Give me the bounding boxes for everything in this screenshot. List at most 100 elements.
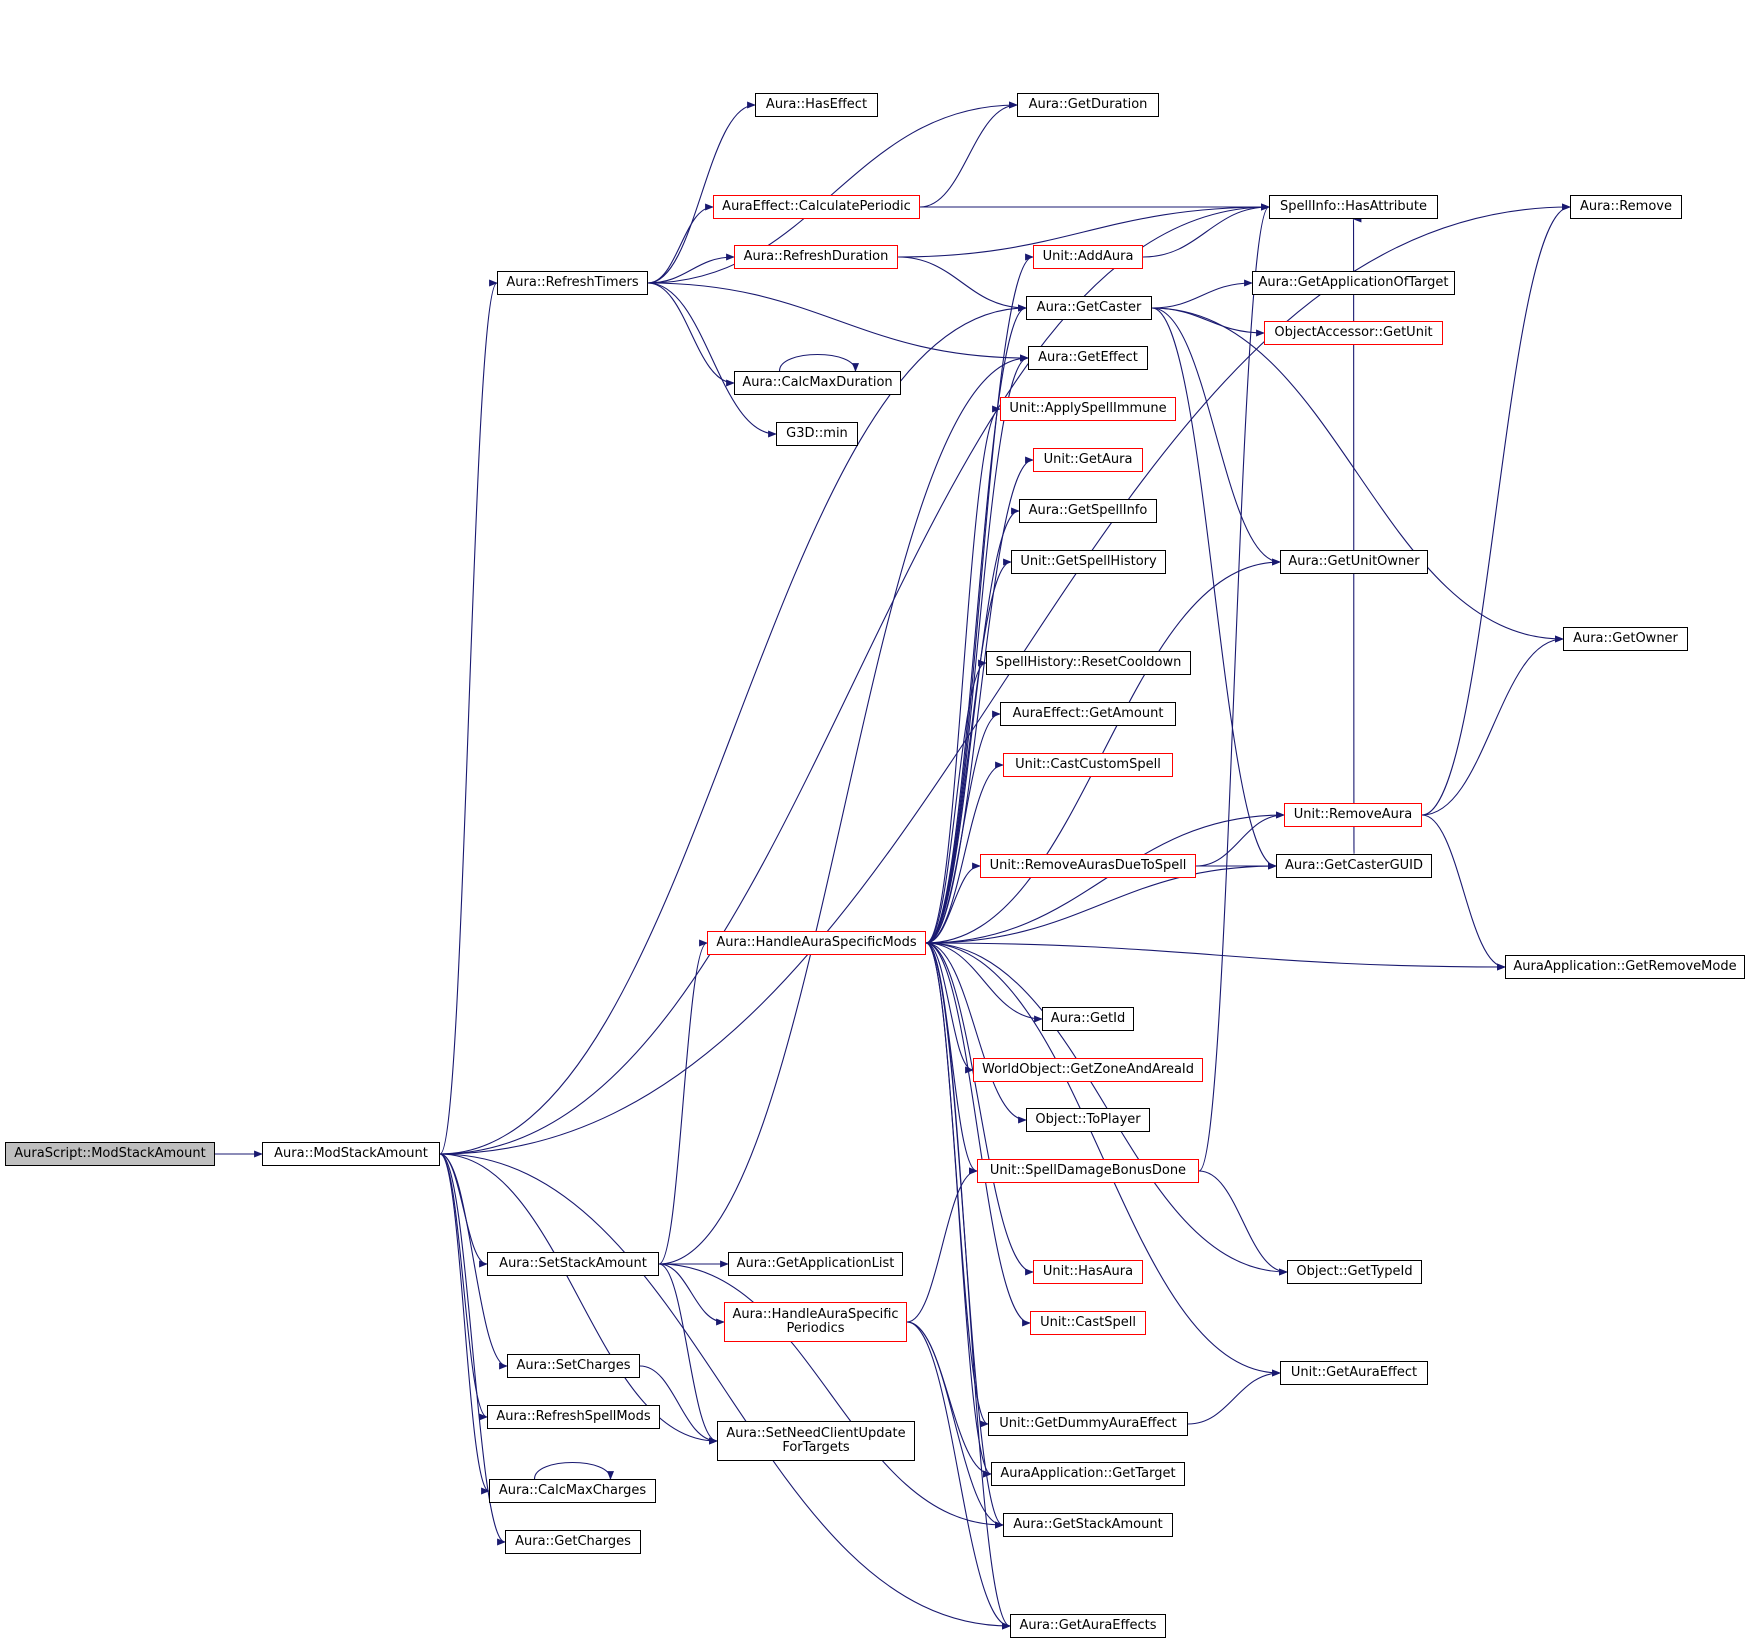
edge-spellDamageBonus-to-hasAttribute [1198, 203, 1270, 1172]
node-aura-getcasterguid[interactable]: Aura::GetCasterGUID [1276, 854, 1432, 878]
edge-setStack-to-handleSpecificPeriodics [658, 1263, 725, 1326]
edge-removeAurasDue-to-unitRemoveAura [1195, 811, 1285, 867]
node-unit-applyspellimmune[interactable]: Unit::ApplySpellImmune [1000, 397, 1176, 421]
edge-getCaster-to-getUnitOwner [1151, 307, 1281, 566]
edge-setStack-to-getEffect [658, 354, 1029, 1265]
edge-setStack-to-handleSpecificMods [658, 939, 708, 1265]
node-object-gettypeid[interactable]: Object::GetTypeId [1287, 1260, 1422, 1284]
edge-getDummyAuraEffect-to-unitGetAuraEffect [1187, 1369, 1281, 1425]
edge-modStack-to-refreshTimers [439, 279, 498, 1155]
edge-calcPeriodic-to-getDuration [919, 101, 1018, 208]
edge-unitRemoveAura-to-appGetRemoveMode [1421, 814, 1506, 971]
edge-handleSpecificMods-to-unitAddAura [925, 253, 1034, 944]
node-objectaccessor-getunit[interactable]: ObjectAccessor::GetUnit [1264, 321, 1443, 345]
edge-refreshTimers-to-getEffect [647, 282, 1029, 362]
node-aura-getowner[interactable]: Aura::GetOwner [1563, 627, 1688, 651]
edge-setStack-to-getStackAmount [658, 1263, 1004, 1529]
node-unit-addaura[interactable]: Unit::AddAura [1033, 245, 1143, 269]
node-aura-refreshtimers[interactable]: Aura::RefreshTimers [497, 271, 648, 295]
edge-refreshDuration-to-hasAttribute [897, 203, 1270, 258]
edge-getCaster-to-auraGetOwner [1151, 307, 1564, 643]
node-g3d-min[interactable]: G3D::min [776, 422, 858, 446]
edge-handleSpecificMods-to-appGetTarget [925, 942, 992, 1478]
edge-modStack-to-refreshSpellMods [439, 1153, 488, 1421]
edge-refreshDuration-to-getCaster [897, 256, 1027, 312]
node-unit-removeaurasduetospell[interactable]: Unit::RemoveAurasDueToSpell [980, 854, 1196, 878]
edge-handleSpecificMods-to-getSpellHistory [925, 558, 1012, 944]
node-aura-getcharges[interactable]: Aura::GetCharges [505, 1530, 641, 1554]
node-aura-getid[interactable]: Aura::GetId [1042, 1007, 1134, 1031]
node-aura-handleauraspecificmods[interactable]: Aura::HandleAuraSpecificMods [707, 931, 926, 955]
node-unit-getauraeffect[interactable]: Unit::GetAuraEffect [1280, 1361, 1428, 1385]
node-spellhistory-resetcooldown[interactable]: SpellHistory::ResetCooldown [986, 651, 1191, 675]
node-unit-hasaura[interactable]: Unit::HasAura [1033, 1260, 1143, 1284]
edge-modStack-to-calcMaxCharges [439, 1153, 490, 1495]
edge-refreshTimers-to-calcMaxDuration [647, 282, 735, 387]
edge-setStack-to-setNeedClient [658, 1263, 718, 1445]
edge-handleSpecificPeriodics-to-appGetTarget [906, 1321, 992, 1478]
edge-modStack-to-auraRemove [439, 203, 1571, 1155]
edge-handleSpecificMods-to-unitRemoveAura [925, 811, 1285, 944]
node-aura-setcharges[interactable]: Aura::SetCharges [507, 1354, 640, 1378]
node-unit-getaura[interactable]: Unit::GetAura [1033, 448, 1143, 472]
node-aura-refreshspellmods[interactable]: Aura::RefreshSpellMods [487, 1405, 660, 1429]
edge-refreshTimers-to-calcPeriodic [647, 203, 714, 284]
node-worldobject-getzoneandareaid[interactable]: WorldObject::GetZoneAndAreaId [973, 1058, 1203, 1082]
node-spellinfo-hasattribute[interactable]: SpellInfo::HasAttribute [1269, 195, 1438, 219]
node-aura-getstackamount[interactable]: Aura::GetStackAmount [1003, 1513, 1173, 1537]
node-auraapplication-gettarget[interactable]: AuraApplication::GetTarget [991, 1462, 1185, 1486]
node-unit-castspell[interactable]: Unit::CastSpell [1030, 1311, 1146, 1335]
edge-calcMaxDuration-to-calcMaxDuration [778, 354, 859, 372]
node-unit-removeaura[interactable]: Unit::RemoveAura [1284, 803, 1422, 827]
node-unit-getdummyauraeffect[interactable]: Unit::GetDummyAuraEffect [988, 1412, 1188, 1436]
node-auraeffect-calculateperiodic[interactable]: AuraEffect::CalculatePeriodic [713, 195, 920, 219]
node-aura-getduration[interactable]: Aura::GetDuration [1017, 93, 1159, 117]
edge-unitAddAura-to-hasAttribute [1142, 203, 1270, 258]
node-aura-setneedclientupdatefortargets[interactable]: Aura::SetNeedClientUpdate ForTargets [717, 1421, 915, 1461]
node-aura-calcmaxcharges[interactable]: Aura::CalcMaxCharges [489, 1479, 656, 1503]
edge-modStack-to-setCharges [439, 1153, 508, 1370]
node-unit-getspellhistory[interactable]: Unit::GetSpellHistory [1011, 550, 1166, 574]
edge-handleSpecificMods-to-getZoneArea [925, 942, 974, 1074]
node-aura-geteffect[interactable]: Aura::GetEffect [1028, 346, 1148, 370]
edge-spellDamageBonus-to-getTypeId [1198, 1170, 1288, 1276]
edge-refreshTimers-to-g3dMin [647, 282, 777, 438]
edge-getCaster-to-objAccGetUnit [1151, 307, 1265, 337]
node-aura-getapplicationoftarget[interactable]: Aura::GetApplicationOfTarget [1252, 271, 1455, 295]
edge-handleSpecificMods-to-getId [925, 942, 1043, 1023]
edge-handleSpecificMods-to-getCaster [925, 304, 1027, 944]
edge-handleSpecificMods-to-getTypeId [925, 942, 1288, 1276]
edge-handleSpecificMods-to-unitHasAura [925, 942, 1034, 1276]
edge-handleSpecificMods-to-getCasterGUID [925, 862, 1277, 944]
edge-modStack-to-getCharges [439, 1153, 506, 1546]
node-aura-setstackamount[interactable]: Aura::SetStackAmount [487, 1252, 659, 1276]
edge-modStack-to-getAuraEffects [439, 1153, 1011, 1630]
node-aura-getauraeffects[interactable]: Aura::GetAuraEffects [1010, 1614, 1166, 1638]
node-aura-getspellinfo[interactable]: Aura::GetSpellInfo [1019, 499, 1157, 523]
edge-unitRemoveAura-to-auraRemove [1421, 203, 1571, 816]
edge-handleSpecificMods-to-removeAurasDue [925, 862, 981, 944]
node-aura-getcaster[interactable]: Aura::GetCaster [1026, 296, 1152, 320]
node-aura-haseffect[interactable]: Aura::HasEffect [755, 93, 878, 117]
node-unit-spelldamagebonusdone[interactable]: Unit::SpellDamageBonusDone [977, 1159, 1199, 1183]
edge-unitRemoveAura-to-auraGetOwner [1421, 635, 1564, 816]
node-aura-calcmaxduration[interactable]: Aura::CalcMaxDuration [734, 371, 901, 395]
node-unit-castcustomspell[interactable]: Unit::CastCustomSpell [1003, 753, 1173, 777]
node-auraeffect-getamount[interactable]: AuraEffect::GetAmount [1000, 702, 1176, 726]
edge-getCaster-to-getAppOfTarget [1151, 279, 1253, 309]
node-object-toplayer[interactable]: Object::ToPlayer [1026, 1108, 1150, 1132]
edge-refreshTimers-to-refreshDuration [647, 253, 735, 284]
edge-handleSpecificMods-to-effGetAmount [925, 710, 1001, 944]
node-aura-modstackamount[interactable]: Aura::ModStackAmount [262, 1142, 440, 1166]
node-aura-getunitowner[interactable]: Aura::GetUnitOwner [1280, 550, 1428, 574]
node-aura-getapplicationlist[interactable]: Aura::GetApplicationList [728, 1252, 903, 1276]
node-aura-remove[interactable]: Aura::Remove [1570, 195, 1682, 219]
node-auraapplication-getremovemode[interactable]: AuraApplication::GetRemoveMode [1505, 955, 1745, 979]
edge-handleSpecificMods-to-toPlayer [925, 942, 1027, 1124]
edge-modStack-to-setNeedClient [439, 1153, 718, 1445]
edge-handleSpecificPeriodics-to-getAuraEffects [906, 1321, 1011, 1630]
node-aura-refreshduration[interactable]: Aura::RefreshDuration [734, 245, 898, 269]
edge-handleSpecificPeriodics-to-spellDamageBonus [906, 1167, 978, 1323]
node-aura-handleauraspecificperiodics[interactable]: Aura::HandleAuraSpecific Periodics [724, 1302, 907, 1342]
